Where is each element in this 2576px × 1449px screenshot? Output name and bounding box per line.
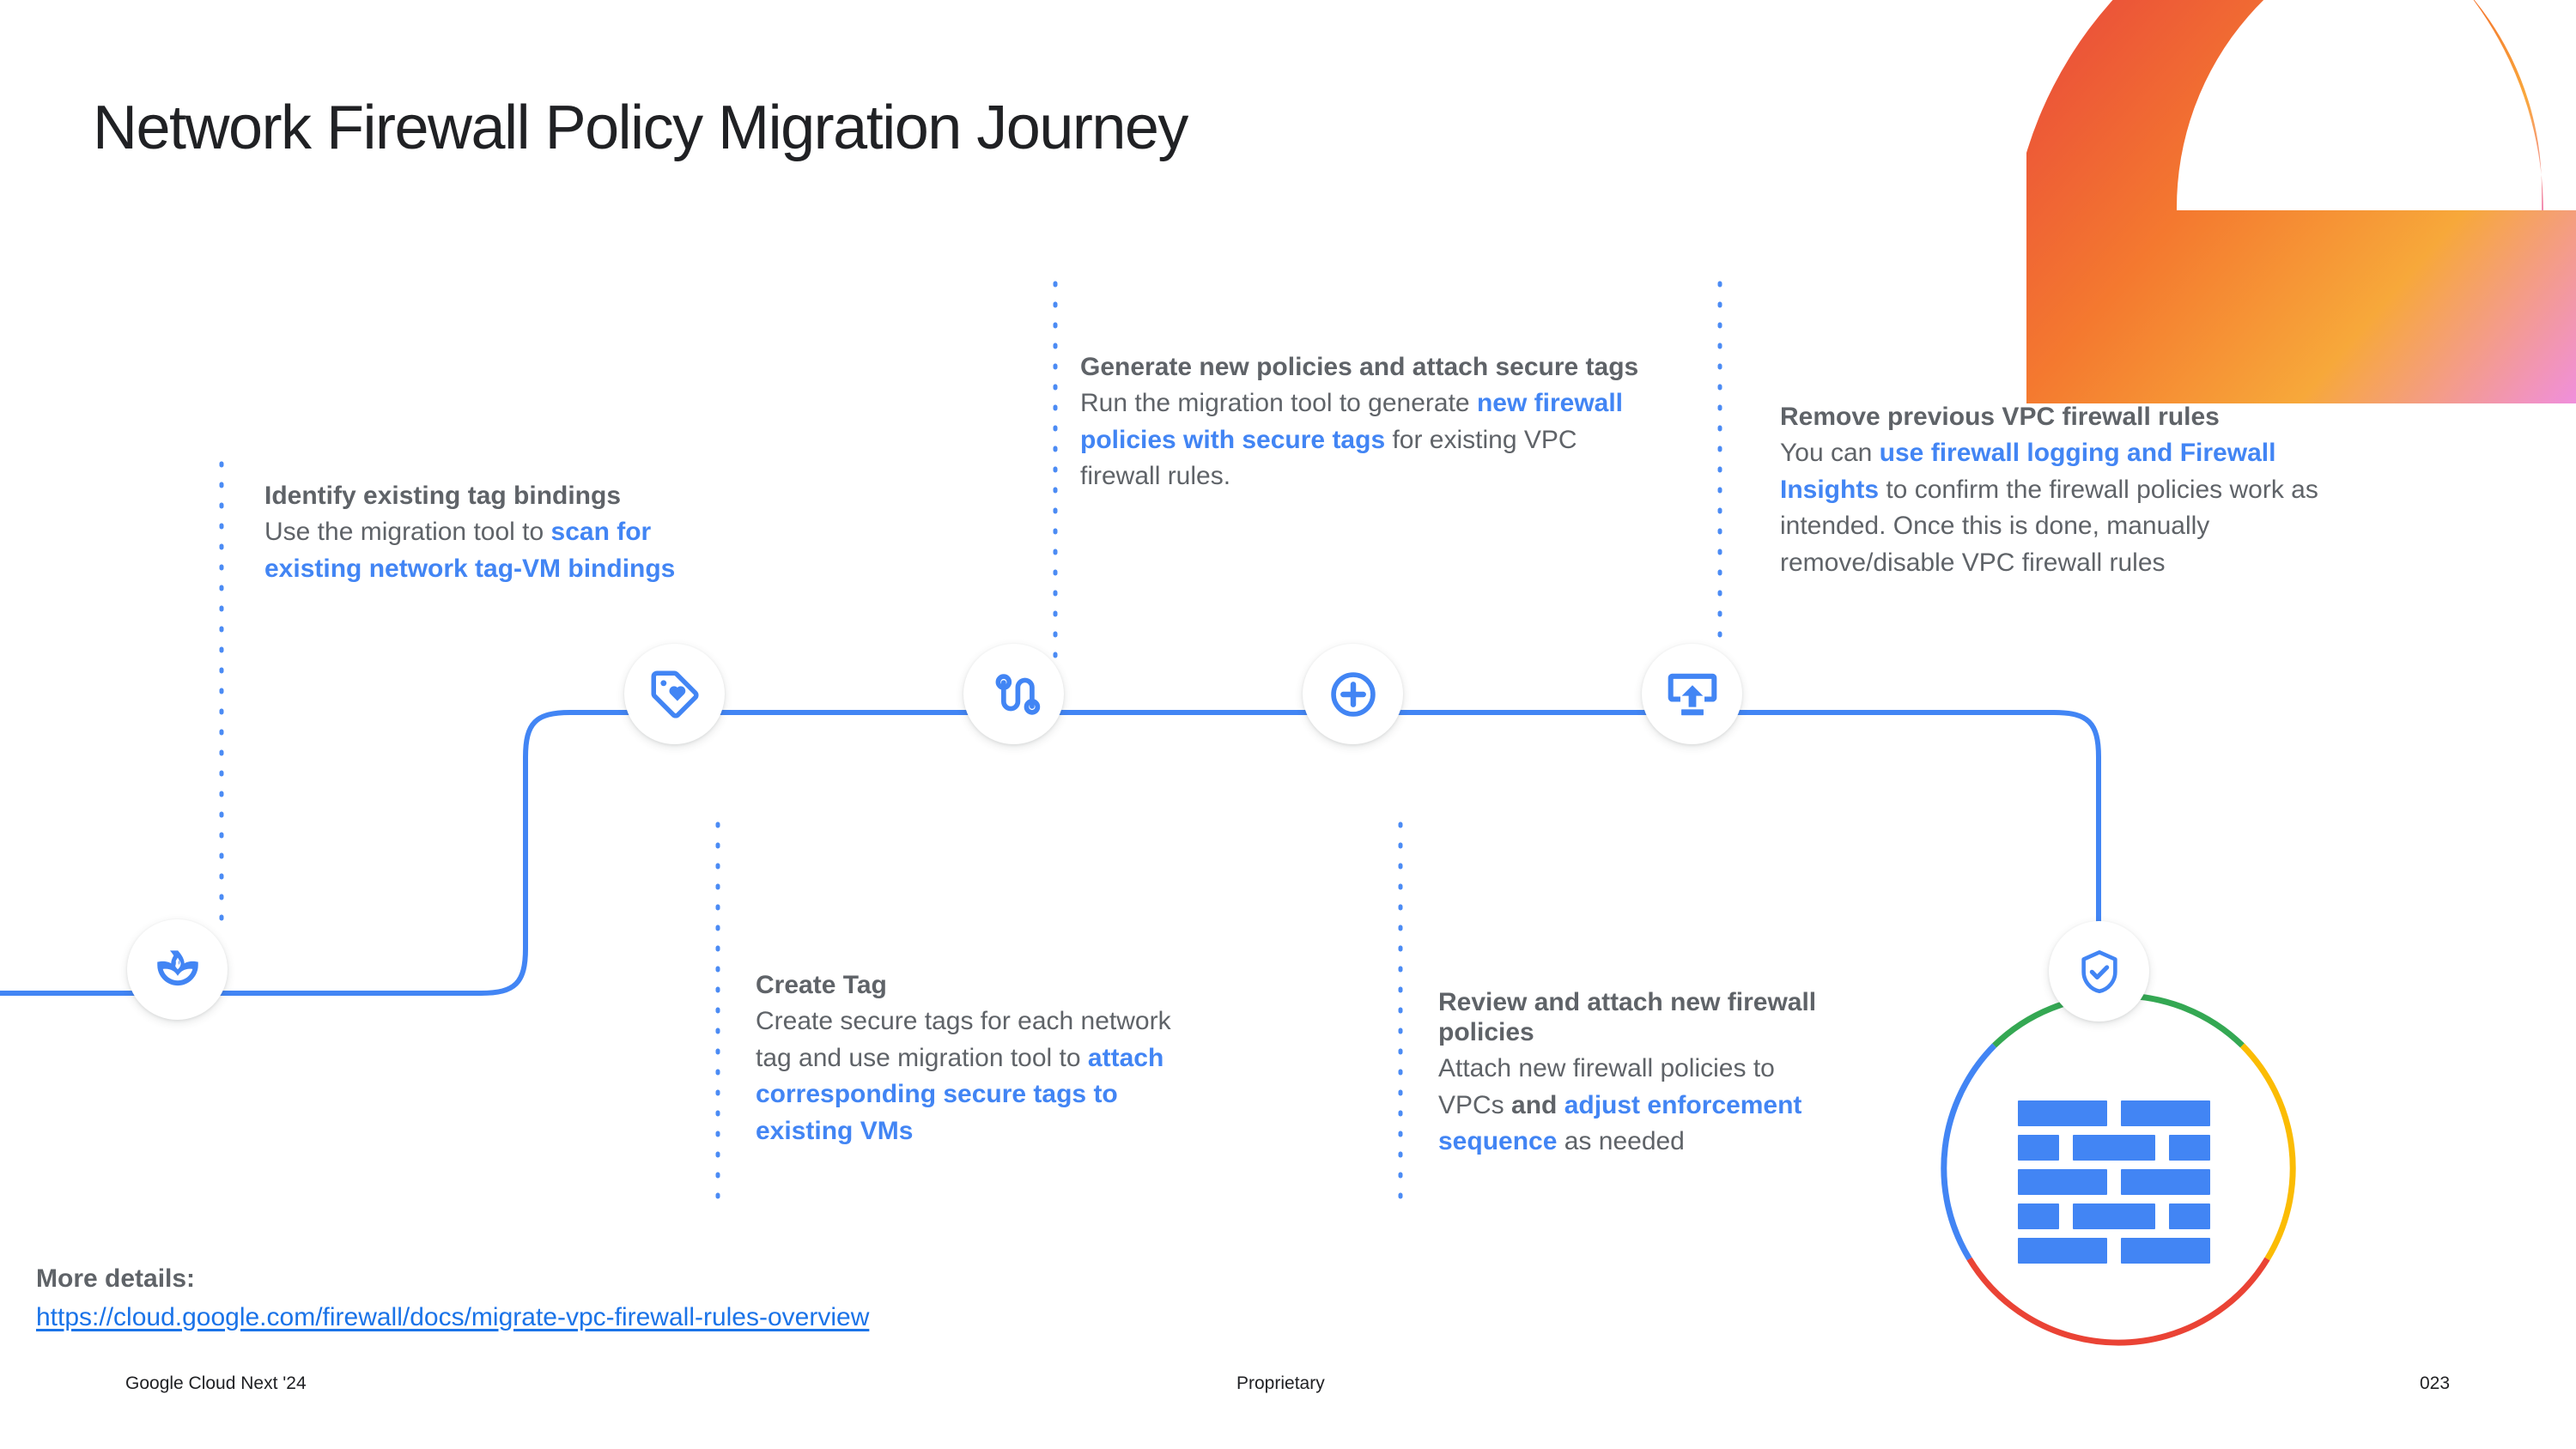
text-block-identify: Identify existing tag bindings Use the m… — [264, 481, 694, 587]
identify-body-normal: Use the migration tool to — [264, 518, 551, 547]
remove-body-highlight: use firewall logging and Firewall Insigh… — [1780, 439, 2276, 504]
screen-upload-icon — [1664, 666, 1721, 723]
remove-heading: Remove previous VPC firewall rules — [1780, 403, 2220, 431]
firewall-brick-icon — [2011, 1097, 2226, 1269]
verified-shield-icon — [2075, 947, 2124, 997]
decorative-swoosh — [2026, 0, 2576, 403]
create-body: Create secure tags for each network tag … — [756, 1003, 1194, 1149]
route-icon — [987, 668, 1041, 721]
node-create-tag[interactable] — [963, 644, 1064, 744]
identify-body-highlight: scan for existing network tag-VM binding… — [264, 518, 676, 583]
end-firewall-group — [1904, 955, 2333, 1385]
footer-confidentiality: Proprietary — [1236, 1373, 1325, 1393]
loyalty-tag-icon — [647, 666, 703, 723]
remove-body-normal: You can — [1780, 439, 1880, 468]
footer-event-name: Google Cloud Next '24 — [125, 1373, 307, 1393]
create-body-normal: Create secure tags for each network tag … — [756, 1007, 1171, 1072]
generate-body-normal: Run the migration tool to generate — [1080, 389, 1477, 418]
review-body-normal: Attach new firewall policies to VPCs — [1438, 1054, 1775, 1119]
node-review-attach-policies[interactable] — [1642, 644, 1742, 744]
review-body-tail: as needed — [1557, 1127, 1685, 1156]
node-start[interactable] — [127, 919, 228, 1020]
generate-body: Run the migration tool to generate new f… — [1080, 385, 1647, 495]
create-heading: Create Tag — [756, 971, 887, 999]
text-block-create: Create Tag Create secure tags for each n… — [756, 970, 1194, 1149]
footer-page-number: 023 — [2420, 1373, 2451, 1393]
identify-body: Use the migration tool to scan for exist… — [264, 514, 694, 587]
text-block-generate: Generate new policies and attach secure … — [1080, 352, 1647, 495]
identify-heading: Identify existing tag bindings — [264, 482, 622, 510]
more-details-link[interactable]: https://cloud.google.com/firewall/docs/m… — [36, 1303, 870, 1331]
plus-circle-icon — [1326, 667, 1381, 722]
node-identify-tag-bindings[interactable] — [624, 644, 725, 744]
text-block-review: Review and attach new firewall policies … — [1438, 987, 1833, 1161]
spa-lotus-icon — [150, 943, 205, 997]
generate-body-tail: for existing VPC firewall rules. — [1080, 425, 1577, 491]
create-body-highlight: attach corresponding secure tags to exis… — [756, 1043, 1164, 1145]
review-body-highlight: adjust enforcement sequence — [1438, 1090, 1802, 1156]
review-body-bold: and — [1511, 1090, 1564, 1119]
page-title: Network Firewall Policy Migration Journe… — [93, 94, 1188, 162]
node-generate-new-policies[interactable] — [1303, 644, 1403, 744]
review-heading: Review and attach new firewall policies — [1438, 988, 1817, 1047]
text-block-remove: Remove previous VPC firewall rules You c… — [1780, 402, 2364, 581]
generate-body-highlight: new firewall policies with secure tags — [1080, 389, 1624, 454]
more-details-label: More details: — [36, 1264, 196, 1293]
remove-body-tail: to confirm the firewall policies work as… — [1780, 475, 2318, 577]
node-end-verified[interactable] — [2049, 921, 2149, 1022]
generate-heading: Generate new policies and attach secure … — [1080, 353, 1639, 381]
review-body: Attach new firewall policies to VPCs and… — [1438, 1051, 1833, 1161]
remove-body: You can use firewall logging and Firewal… — [1780, 435, 2364, 581]
